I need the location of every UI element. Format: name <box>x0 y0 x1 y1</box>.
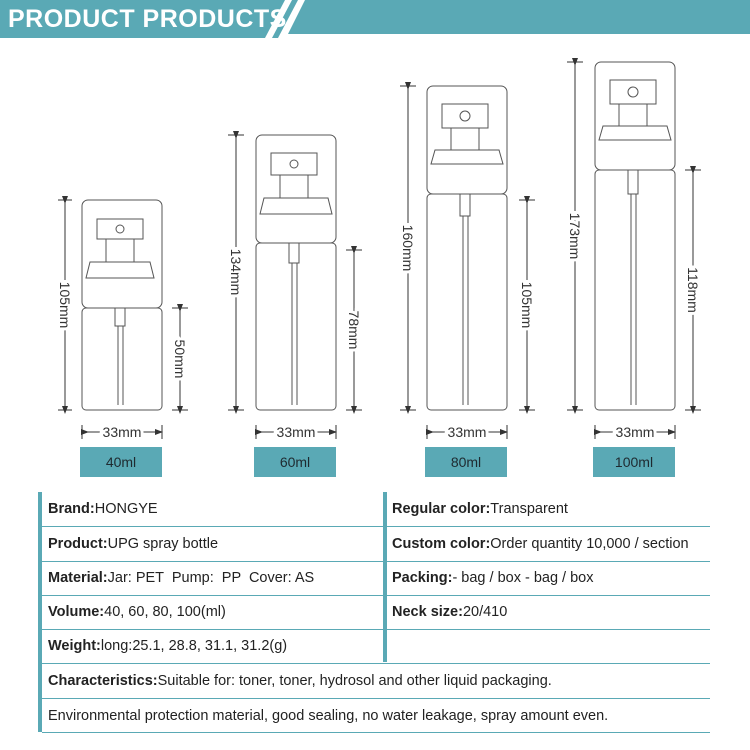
spec-neck-size-value: 20/410 <box>462 603 508 620</box>
bottle-40ml-body-label: 50mm <box>172 340 188 379</box>
spec-weight-label: Weight: <box>48 637 101 654</box>
spec-characteristics: Characteristics:Suitable for: toner, ton… <box>48 664 552 697</box>
page-title: PRODUCT PRODUCTS <box>8 5 287 33</box>
bottle-40ml-height-label: 105mm <box>57 282 73 329</box>
bottle-100ml-height-label: 173mm <box>567 213 583 260</box>
spec-regular-color-label: Regular color: <box>392 500 491 517</box>
capacity-label-100ml: 100ml <box>593 447 675 477</box>
spec-brand-label: Brand: <box>48 500 95 517</box>
spec-accent-bar-middle <box>383 492 387 662</box>
spec-divider <box>42 698 710 699</box>
spec-regular-color-value: Transparent <box>490 500 568 517</box>
spec-custom-color-value: Order quantity 10,000 / section <box>490 535 689 552</box>
spec-characteristics-value: Suitable for: toner, toner, hydrosol and… <box>157 672 552 689</box>
spec-packing-label: Packing: <box>392 569 453 586</box>
spec-custom-color: Custom color:Order quantity 10,000 / sec… <box>392 527 689 560</box>
spec-product-value: UPG spray bottle <box>107 535 219 552</box>
spec-volume: Volume:40, 60, 80, 100(ml) <box>48 595 226 628</box>
bottle-60ml-height-label: 134mm <box>228 249 244 296</box>
spec-packing: Packing:- bag / box - bag / box <box>392 561 594 594</box>
spec-neck-size: Neck size:20/410 <box>392 595 507 628</box>
spec-weight: Weight:long:25.1, 28.8, 31.1, 31.2(g) <box>48 629 287 662</box>
bottle-80ml-height-label: 160mm <box>400 225 416 272</box>
spec-note: Environmental protection material, good … <box>48 699 608 732</box>
spec-weight-value: long:25.1, 28.8, 31.1, 31.2(g) <box>100 637 288 654</box>
spec-regular-color: Regular color:Transparent <box>392 492 568 525</box>
bottle-80ml-width-label: 33mm <box>448 424 487 440</box>
spec-divider <box>42 663 710 664</box>
spec-product-label: Product: <box>48 535 108 552</box>
capacity-label-80ml: 80ml <box>425 447 507 477</box>
spec-custom-color-label: Custom color: <box>392 535 491 552</box>
capacity-label-60ml: 60ml <box>254 447 336 477</box>
spec-material: Material:Jar: PET Pump: PP Cover: AS <box>48 561 314 594</box>
spec-table: Brand:HONGYE Product:UPG spray bottle Ma… <box>38 492 710 734</box>
spec-material-label: Material: <box>48 569 108 586</box>
spec-accent-bar-left <box>38 492 42 732</box>
spec-divider <box>42 526 710 527</box>
spec-brand-value: HONGYE <box>94 500 158 517</box>
bottle-100ml-width-label: 33mm <box>616 424 655 440</box>
spec-divider <box>42 732 710 733</box>
spec-packing-value: - bag / box - bag / box <box>452 569 594 586</box>
spec-divider <box>42 561 710 562</box>
bottle-40ml-width-label: 33mm <box>103 424 142 440</box>
spec-volume-label: Volume: <box>48 603 105 620</box>
bottle-60ml-outline <box>255 134 337 411</box>
spec-neck-size-label: Neck size: <box>392 603 463 620</box>
header-banner: PRODUCT PRODUCTS <box>0 0 750 38</box>
spec-volume-value: 40, 60, 80, 100(ml) <box>104 603 226 620</box>
bottle-40ml-outline <box>81 199 163 411</box>
capacity-label-40ml: 40ml <box>80 447 162 477</box>
bottle-diagram: 105mm 50mm 33mm 134mm 78mm 33mm 160mm 10… <box>0 40 750 490</box>
header-background <box>0 0 750 38</box>
bottle-100ml-outline <box>594 61 676 411</box>
spec-divider <box>42 629 710 630</box>
spec-divider <box>42 595 710 596</box>
bottle-drawing: 105mm 50mm 33mm 134mm 78mm 33mm 160mm 10… <box>54 58 704 443</box>
spec-note-text: Environmental protection material, good … <box>48 707 609 724</box>
bottle-100ml-body-label: 118mm <box>685 267 701 313</box>
bottle-80ml-outline <box>426 85 508 411</box>
bottle-60ml-body-label: 78mm <box>346 311 362 350</box>
spec-characteristics-label: Characteristics: <box>48 672 158 689</box>
spec-material-value: Jar: PET Pump: PP Cover: AS <box>107 569 315 586</box>
spec-product: Product:UPG spray bottle <box>48 527 218 560</box>
bottle-60ml-width-label: 33mm <box>277 424 316 440</box>
bottle-80ml-body-label: 105mm <box>519 282 535 329</box>
spec-brand: Brand:HONGYE <box>48 492 158 525</box>
